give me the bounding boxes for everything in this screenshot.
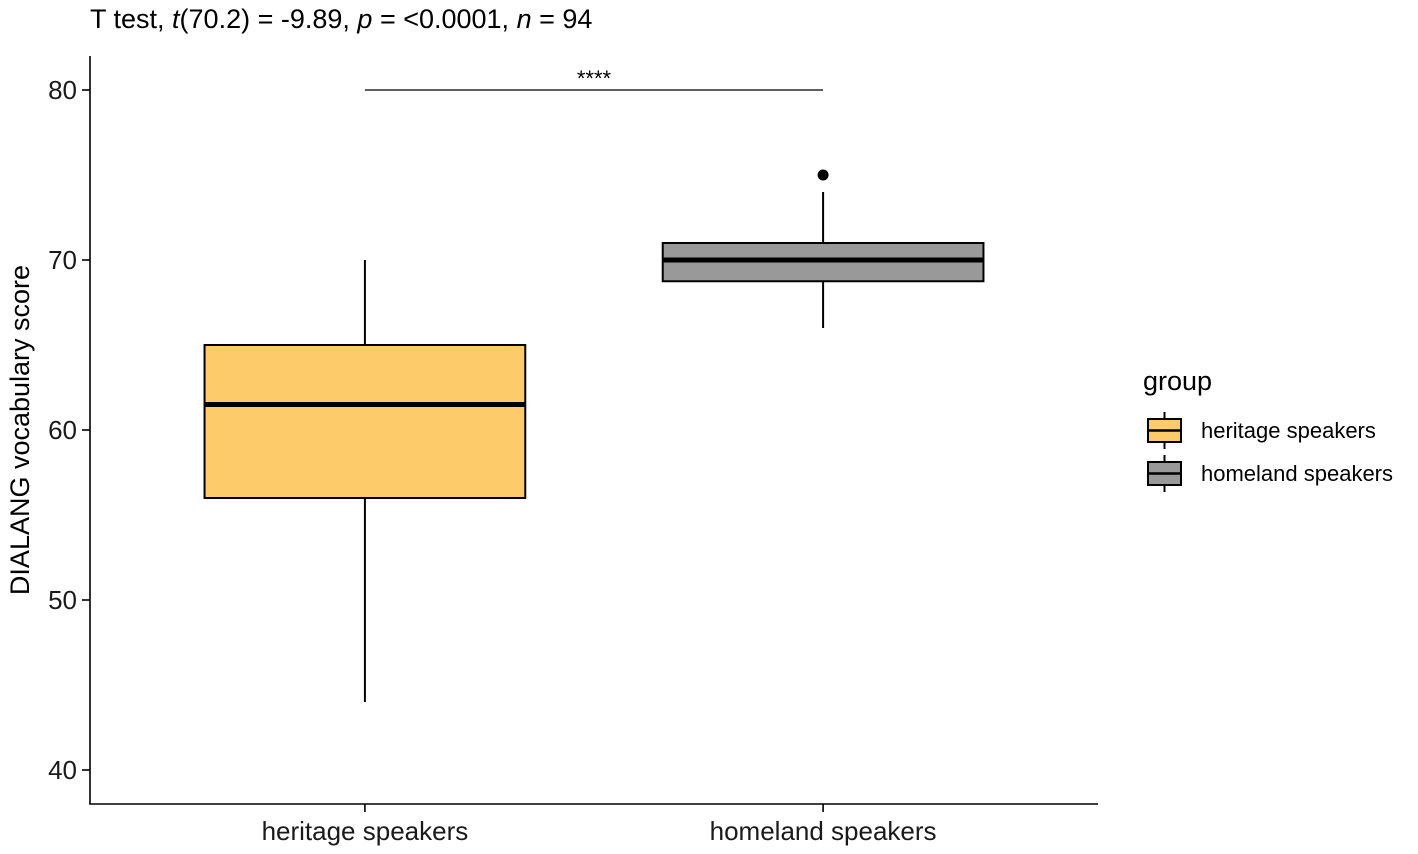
box-iqr — [203, 344, 527, 499]
legend-item-label: homeland speakers — [1201, 461, 1393, 486]
x-tick-label: heritage speakers — [262, 816, 469, 846]
y-tick-label: 70 — [48, 245, 77, 275]
box-group — [203, 260, 527, 702]
y-tick-label: 50 — [48, 585, 77, 615]
y-tick-label: 40 — [48, 755, 77, 785]
plot-area: **** — [203, 66, 985, 702]
title-segment: n — [517, 4, 532, 34]
legend: group heritage speakers homeland speakers — [1143, 366, 1393, 492]
title-segment: (70.2) = -9.89, — [180, 4, 358, 34]
y-axis-title: DIALANG vocabulary score — [5, 265, 35, 595]
title-segment: t — [172, 4, 181, 34]
title-segment: = <0.0001, — [372, 4, 516, 34]
y-tick-label: 80 — [48, 75, 77, 105]
significance-label: **** — [577, 66, 612, 91]
y-tick-label: 60 — [48, 415, 77, 445]
legend-key — [1147, 455, 1182, 492]
chart-title: T test, t(70.2) = -9.89, p = <0.0001, n … — [90, 4, 592, 34]
legend-item-label: heritage speakers — [1201, 418, 1376, 443]
outlier-point — [817, 169, 829, 181]
legend-title: group — [1143, 366, 1212, 396]
title-segment: T test, — [90, 4, 172, 34]
axes: 40 50 60 70 80 heritage speakers homeland spea… — [48, 56, 1098, 846]
legend-key — [1147, 412, 1182, 449]
title-segment: p — [356, 4, 372, 34]
x-tick-label: homeland speakers — [710, 816, 937, 846]
title-segment: = 94 — [532, 4, 593, 34]
box-group — [661, 169, 985, 328]
